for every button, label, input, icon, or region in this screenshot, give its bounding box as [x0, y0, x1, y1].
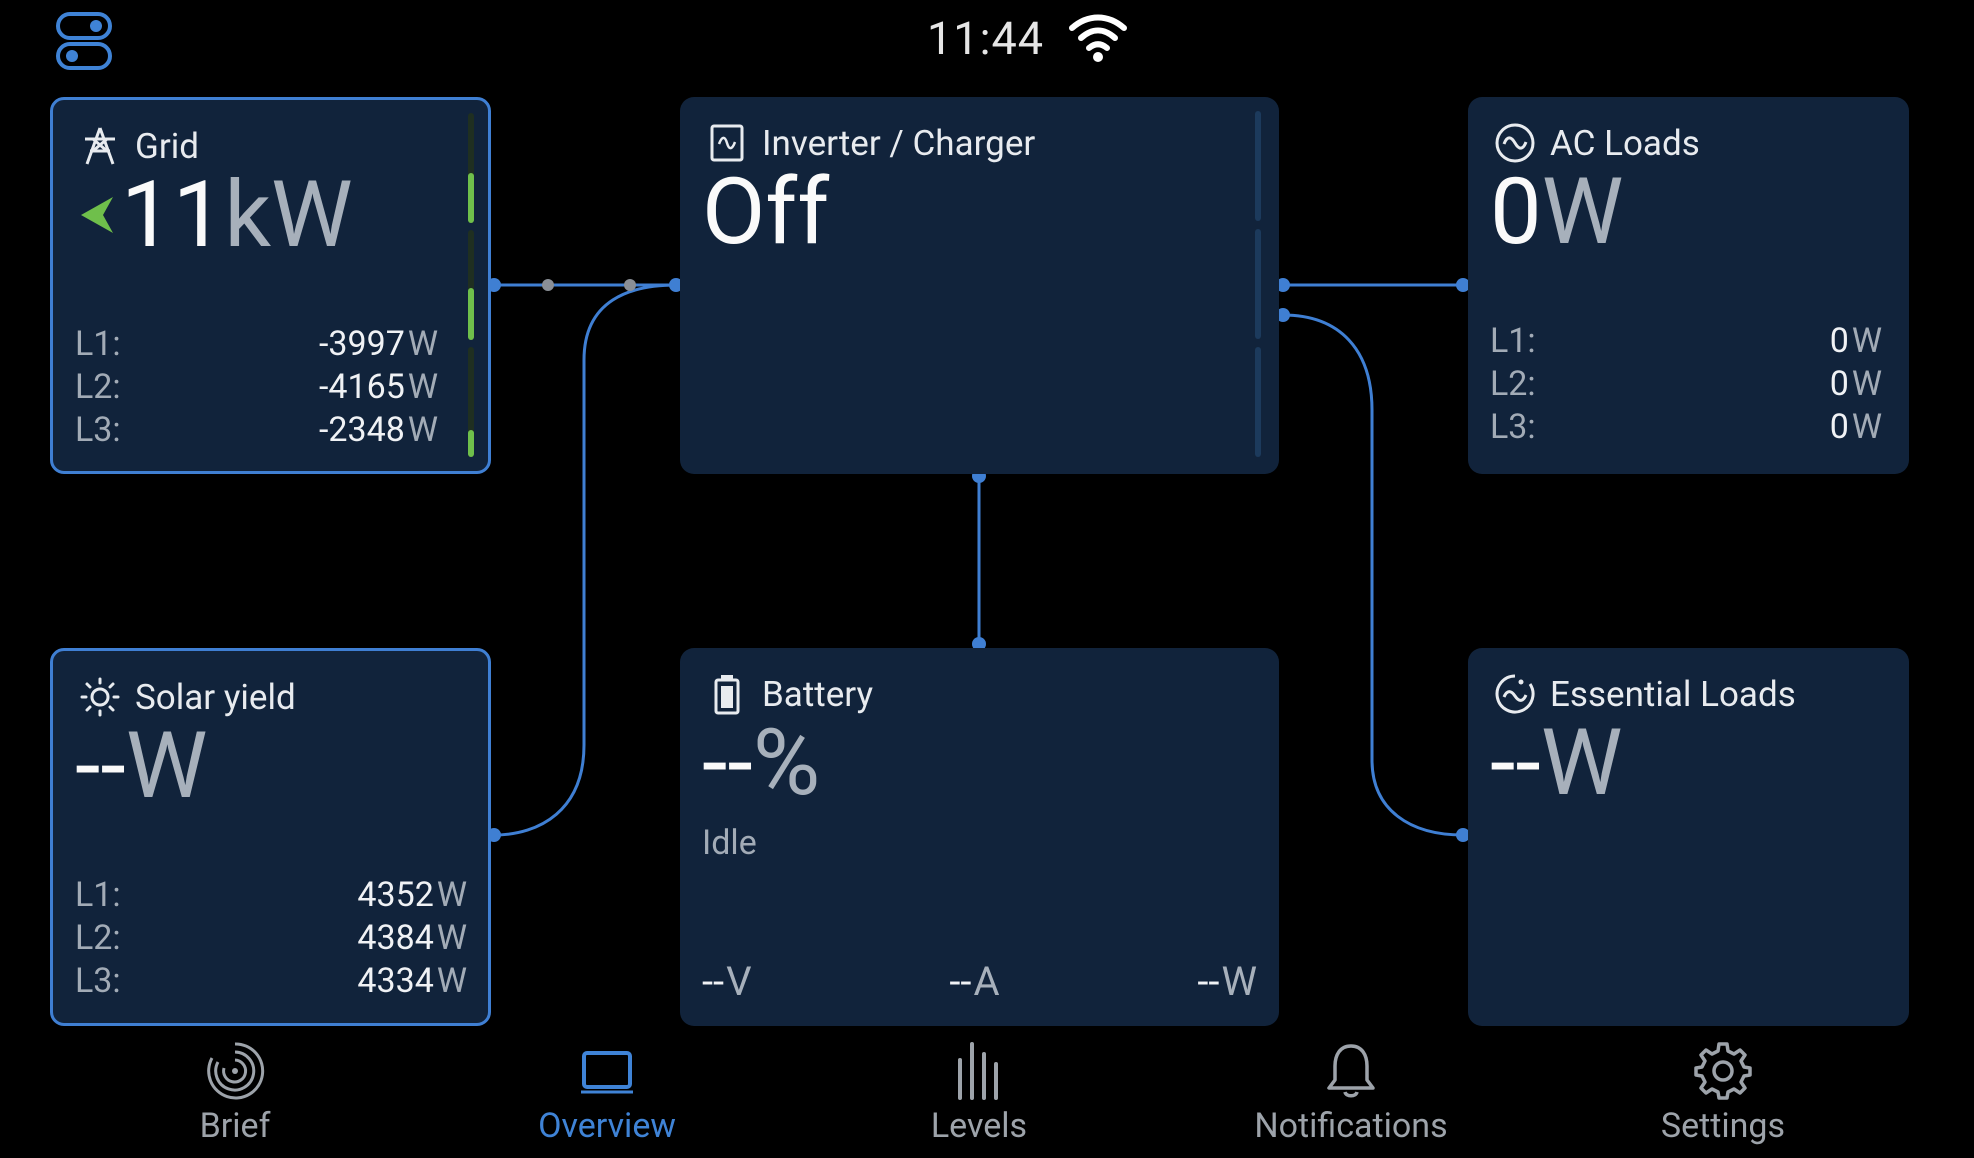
phase-meter-fill [468, 288, 474, 340]
phase-meter-bg [468, 230, 474, 340]
ac-loads-card[interactable]: AC Loads 0W L1:0W L2:0W L3:0W [1468, 97, 1909, 474]
grid-power-value: 11kW [75, 170, 353, 262]
phase-meter-bg [1255, 347, 1261, 457]
solar-phase-list: L1:4352W L2:4384W L3:4334W [75, 873, 467, 1002]
nav-settings[interactable]: Settings [1593, 1030, 1853, 1158]
power-pylon-icon [79, 125, 121, 167]
battery-readings: --V --A --W [702, 958, 1257, 1005]
sun-icon [79, 676, 121, 718]
phase-row: L2:0W [1490, 363, 1882, 404]
status-bar: 11:44 [0, 0, 1974, 80]
phase-row: L3:-2348W [75, 409, 438, 450]
battery-soc: --% [702, 710, 821, 817]
battery-current: --A [949, 958, 1000, 1005]
phase-meter-bg [468, 113, 474, 223]
solar-value: --W [75, 713, 208, 820]
phase-meter-fill [468, 173, 474, 223]
battery-icon [706, 673, 748, 715]
phase-row: L1:4352W [75, 874, 467, 915]
inverter-card[interactable]: Inverter / Charger Off [680, 97, 1279, 474]
nav-brief[interactable]: Brief [105, 1030, 365, 1158]
grid-phase-list: L1:-3997W L2:-4165W L3:-2348W [75, 322, 438, 451]
phase-row: L2:4384W [75, 917, 467, 958]
solar-title: Solar yield [79, 673, 296, 721]
wifi-icon [1068, 12, 1128, 64]
phase-meter-bg [1255, 229, 1261, 339]
clock: 11:44 [927, 12, 1045, 65]
arrow-left-icon [81, 196, 113, 233]
bottom-nav: Brief Overview Levels Notifications Sett… [0, 1030, 1974, 1158]
grid-card[interactable]: Grid 11kW L1:-3997W L2:-4165W L3:-2348W [50, 97, 491, 474]
phase-row: L2:-4165W [75, 366, 438, 407]
phase-meter-fill [468, 430, 474, 457]
grid-title: Grid [79, 122, 199, 170]
overview-tablet-icon [581, 1051, 633, 1094]
essential-loads-title: Essential Loads [1494, 670, 1796, 718]
nav-notifications[interactable]: Notifications [1221, 1030, 1481, 1158]
ac-loads-title: AC Loads [1494, 119, 1700, 167]
essential-loads-value: --W [1490, 710, 1623, 817]
levels-bars-icon [958, 1042, 998, 1100]
battery-card[interactable]: Battery --% Idle --V --A --W [680, 648, 1279, 1026]
phase-meter-bg [1255, 111, 1261, 221]
battery-title: Battery [706, 670, 873, 718]
inverter-state: Off [702, 159, 830, 266]
ac-loads-value: 0W [1490, 159, 1624, 266]
inverter-title: Inverter / Charger [706, 119, 1035, 167]
battery-power: --W [1197, 958, 1257, 1005]
ac-loads-phase-list: L1:0W L2:0W L3:0W [1490, 319, 1882, 448]
inverter-icon [706, 122, 748, 164]
nav-overview[interactable]: Overview [477, 1030, 737, 1158]
battery-voltage: --V [702, 958, 752, 1005]
ac-wave-icon [1494, 122, 1536, 164]
battery-status: Idle [702, 823, 757, 863]
phase-row: L3:4334W [75, 960, 467, 1001]
essential-loads-card[interactable]: Essential Loads --W [1468, 648, 1909, 1026]
nav-levels[interactable]: Levels [849, 1030, 1109, 1158]
phase-row: L1:0W [1490, 320, 1882, 361]
phase-meter-bg [468, 347, 474, 457]
gear-icon [1694, 1042, 1752, 1100]
phase-row: L3:0W [1490, 406, 1882, 447]
essential-loads-icon [1494, 673, 1536, 715]
bell-icon [1327, 1044, 1375, 1098]
solar-card[interactable]: Solar yield --W L1:4352W L2:4384W L3:433… [50, 648, 491, 1026]
brief-rings-icon [207, 1042, 265, 1100]
panel-toggle-icon[interactable] [56, 12, 112, 70]
phase-row: L1:-3997W [75, 323, 438, 364]
